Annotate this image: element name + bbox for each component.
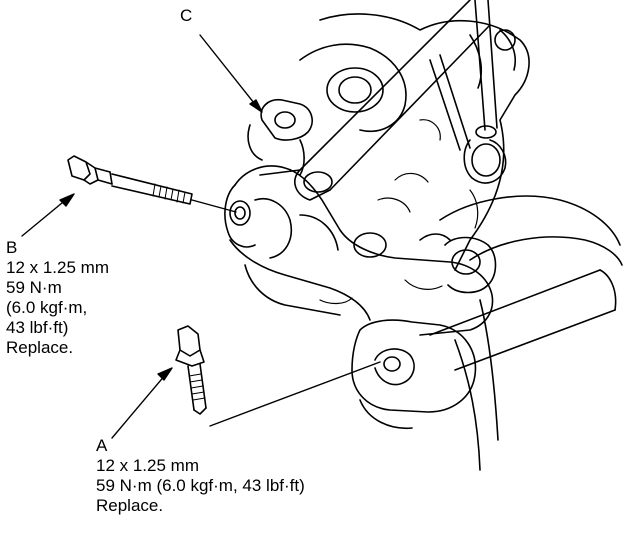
radius-arm [351,269,617,430]
callout-c: C [180,6,192,26]
bolt-a [175,325,207,415]
lower-arm [224,165,494,336]
callout-c-letter: C [180,6,193,25]
strut-rod [294,0,491,201]
callout-a-size: 12 x 1.25 mm [96,456,199,475]
callout-b-size: 12 x 1.25 mm [6,258,109,277]
detail-lines [319,119,479,305]
stabilizer-link [429,0,507,184]
callout-b-torque-nm: 59 N·m [6,278,62,297]
bolt-b [67,155,193,205]
callout-b-torque-lbf: 43 lbf·ft) [6,318,69,337]
callout-b-torque-kgf: (6.0 kgf·m, [6,298,88,317]
callout-a-note: Replace. [96,496,164,515]
callout-b-letter: B [6,238,18,257]
upper-bushing-housing [247,98,313,176]
callout-a-torque: 59 N·m (6.0 kgf·m, 43 lbf·ft) [96,476,305,495]
callout-b-note: Replace. [6,338,74,357]
leader-lines [21,34,381,439]
callout-a: A 12 x 1.25 mm 59 N·m (6.0 kgf·m, 43 lbf… [96,436,305,516]
callout-b: B 12 x 1.25 mm 59 N·m (6.0 kgf·m, 43 lbf… [6,238,109,358]
hub-outline [439,195,623,471]
lower-bushing [353,232,497,294]
callout-a-letter: A [96,436,108,455]
